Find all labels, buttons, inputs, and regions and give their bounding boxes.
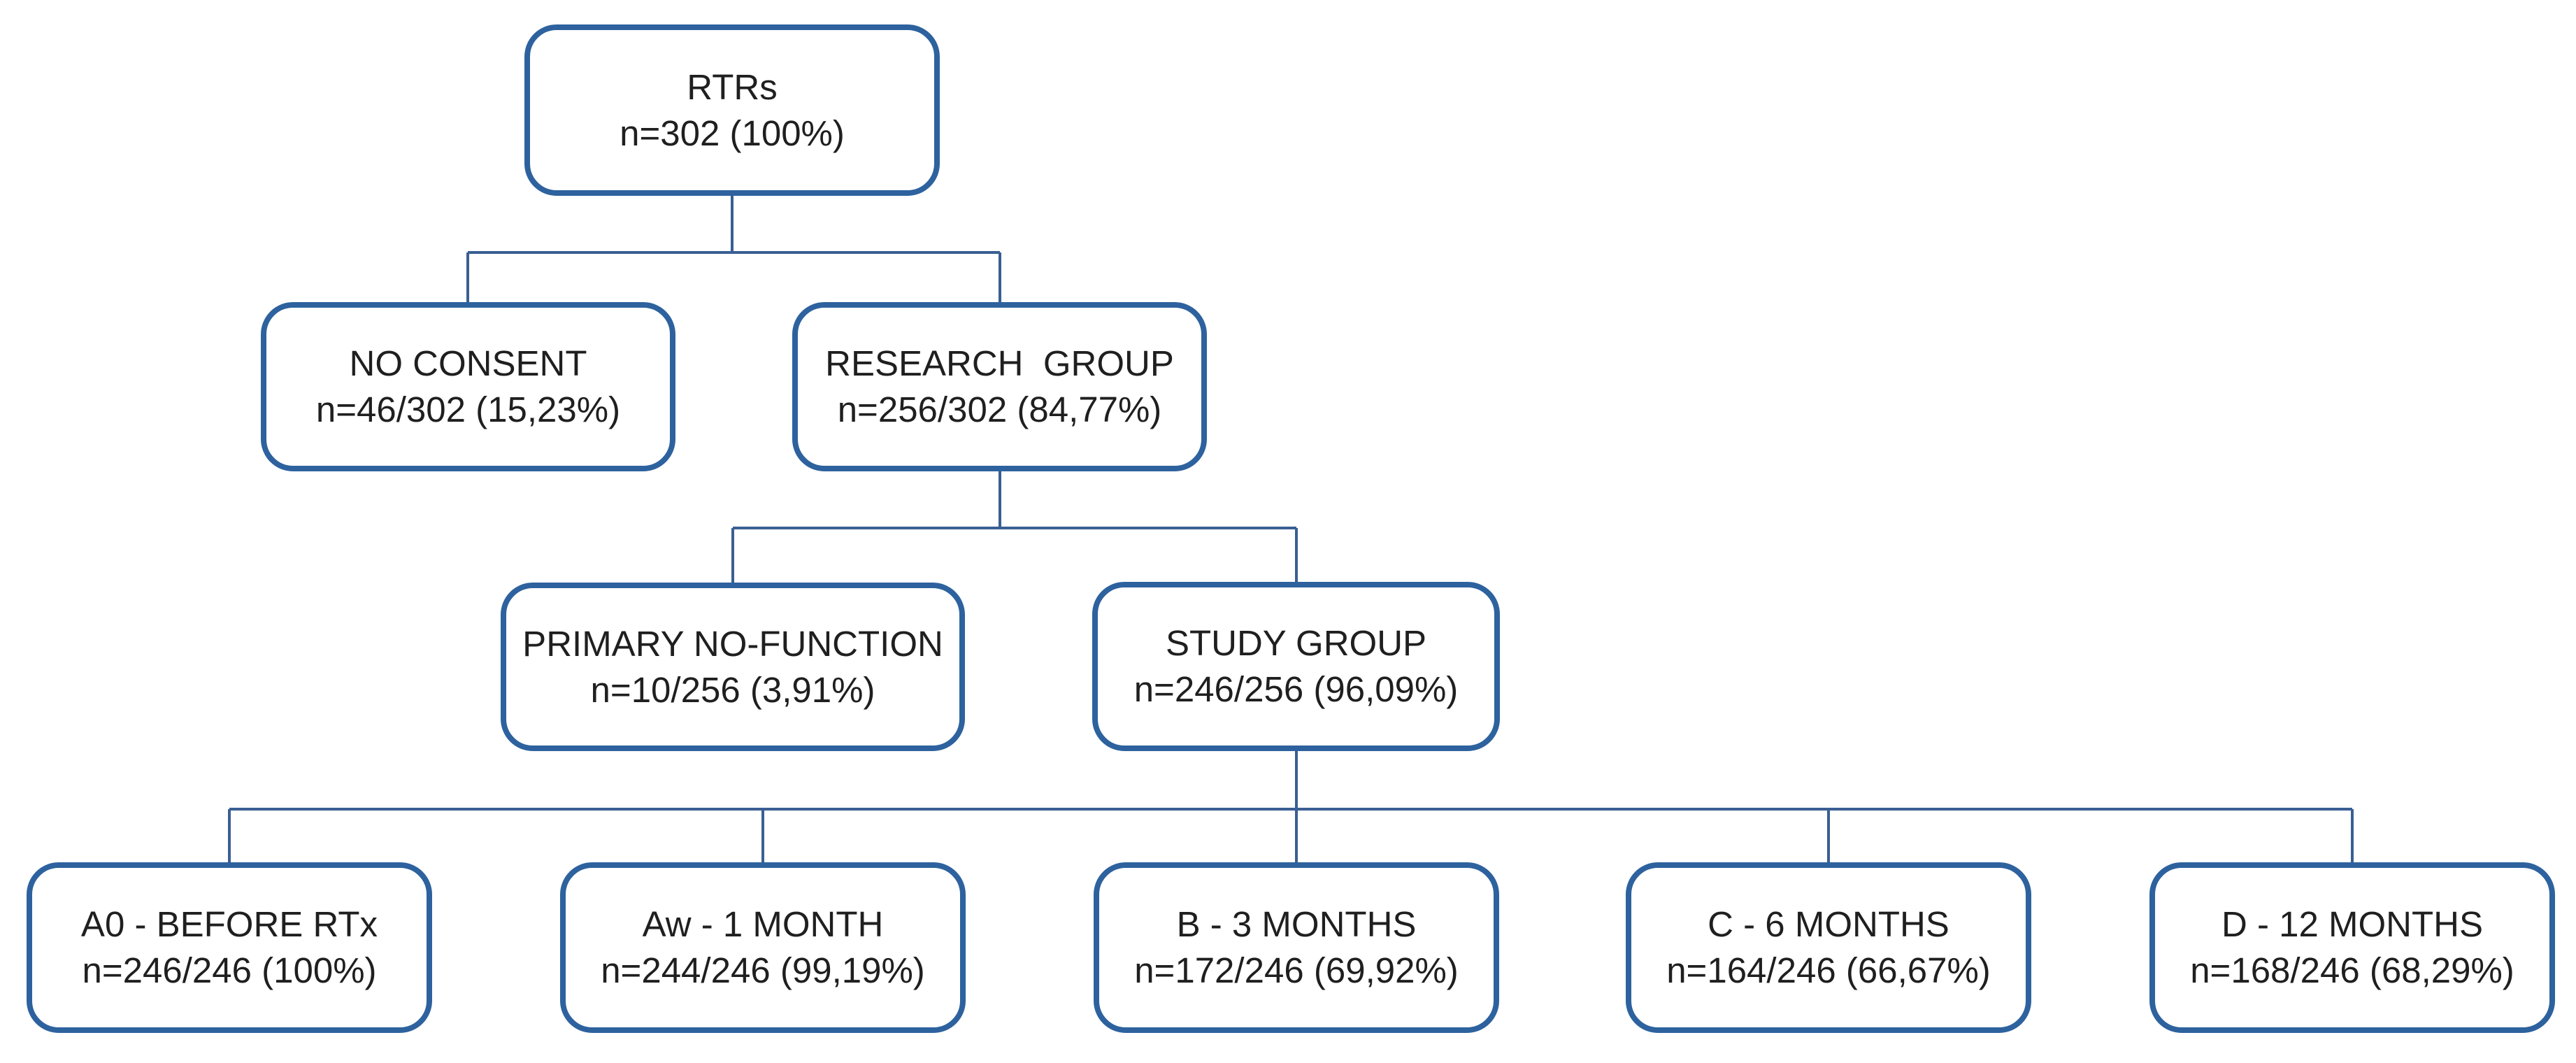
node-d-label: D - 12 MONTHS xyxy=(2221,904,2484,944)
node-aw-1-month: Aw - 1 MONTH n=244/246 (99,19%) xyxy=(560,862,966,1033)
node-study-group-stat: n=246/256 (96,09%) xyxy=(1133,669,1459,709)
node-a0-stat: n=246/246 (100%) xyxy=(82,950,377,990)
node-study-group: STUDY GROUP n=246/256 (96,09%) xyxy=(1092,582,1500,751)
node-rtrs: RTRs n=302 (100%) xyxy=(524,24,940,196)
node-aw-stat: n=244/246 (99,19%) xyxy=(601,950,925,990)
node-b-label: B - 3 MONTHS xyxy=(1176,904,1417,944)
node-rtrs-label: RTRs xyxy=(687,66,778,107)
node-d-stat: n=168/246 (68,29%) xyxy=(2190,950,2514,990)
node-primary-no-function-stat: n=10/256 (3,91%) xyxy=(590,669,875,710)
node-no-consent-stat: n=46/302 (15,23%) xyxy=(315,390,621,429)
node-primary-no-function-label: PRIMARY NO-FUNCTION xyxy=(522,623,943,664)
node-no-consent-label: NO CONSENT xyxy=(349,343,587,383)
node-c-6-months: C - 6 MONTHS n=164/246 (66,67%) xyxy=(1626,862,2031,1033)
node-d-12-months: D - 12 MONTHS n=168/246 (68,29%) xyxy=(2149,862,2555,1033)
node-b-3-months: B - 3 MONTHS n=172/246 (69,92%) xyxy=(1094,862,1499,1033)
node-study-group-label: STUDY GROUP xyxy=(1165,623,1427,663)
node-no-consent: NO CONSENT n=46/302 (15,23%) xyxy=(261,302,675,471)
node-research-group: RESEARCH GROUP n=256/302 (84,77%) xyxy=(792,302,1207,471)
node-rtrs-stat: n=302 (100%) xyxy=(620,113,845,153)
node-a0-before-rtx: A0 - BEFORE RTx n=246/246 (100%) xyxy=(27,862,432,1033)
node-b-stat: n=172/246 (69,92%) xyxy=(1134,950,1459,990)
node-c-label: C - 6 MONTHS xyxy=(1708,904,1949,944)
node-c-stat: n=164/246 (66,67%) xyxy=(1666,950,1991,990)
node-research-group-label: RESEARCH GROUP xyxy=(825,343,1174,383)
node-primary-no-function: PRIMARY NO-FUNCTION n=10/256 (3,91%) xyxy=(501,583,965,751)
node-aw-label: Aw - 1 MONTH xyxy=(642,904,884,944)
node-research-group-stat: n=256/302 (84,77%) xyxy=(837,390,1162,429)
node-a0-label: A0 - BEFORE RTx xyxy=(80,904,378,944)
